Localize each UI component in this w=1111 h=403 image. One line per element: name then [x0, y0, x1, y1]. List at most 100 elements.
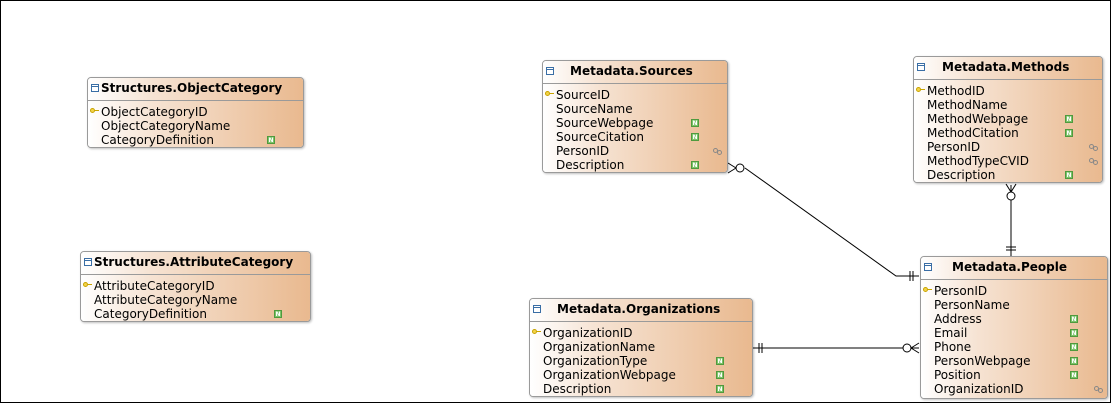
column-row[interactable]: Description N	[530, 382, 752, 396]
nullable-icon: N	[691, 161, 699, 169]
entity-metadata-methods[interactable]: Metadata.Methods MethodID MethodName Met…	[913, 56, 1103, 183]
entity-structures-attributecategory[interactable]: Structures.AttributeCategory AttributeCa…	[80, 251, 311, 322]
column-name: MethodTypeCVID	[927, 154, 1029, 168]
column-name: PersonWebpage	[934, 354, 1031, 368]
entity-header[interactable]: Metadata.Sources	[543, 61, 727, 84]
column-row[interactable]: MethodTypeCVID	[914, 154, 1102, 168]
column-name: Description	[543, 382, 612, 396]
column-name: AttributeCategoryName	[94, 293, 238, 307]
column-name: PersonID	[927, 140, 981, 154]
crowfoot-mark	[1010, 183, 1017, 193]
foreign-key-icon	[1089, 158, 1098, 165]
column-name: OrganizationType	[543, 354, 648, 368]
entity-title: Metadata.Methods	[942, 60, 1070, 74]
rel-organizations-people[interactable]	[753, 342, 920, 354]
column-row[interactable]: PersonWebpage N	[921, 354, 1107, 368]
column-row[interactable]: OrganizationName	[530, 340, 752, 354]
crowfoot-mark	[727, 167, 737, 174]
primary-key-icon	[83, 282, 92, 287]
entity-header[interactable]: Structures.ObjectCategory	[88, 78, 303, 101]
column-name: SourceCitation	[556, 130, 644, 144]
column-row[interactable]: MethodCitation N	[914, 126, 1102, 140]
nullable-icon: N	[691, 119, 699, 127]
column-name: SourceWebpage	[556, 116, 654, 130]
column-row[interactable]: PersonName	[921, 298, 1107, 312]
nullable-icon: N	[274, 310, 282, 318]
column-row[interactable]: SourceWebpage N	[543, 116, 727, 130]
column-row[interactable]: PersonID	[914, 140, 1102, 154]
entity-structures-objectcategory[interactable]: Structures.ObjectCategory ObjectCategory…	[87, 77, 304, 148]
column-name: SourceID	[556, 88, 610, 102]
column-row[interactable]: PersonID	[921, 284, 1107, 298]
entity-metadata-sources[interactable]: Metadata.Sources SourceID SourceName Sou…	[542, 60, 728, 173]
column-name: MethodCitation	[927, 126, 1019, 140]
rel-people-methods[interactable]	[1005, 183, 1017, 256]
column-name: Address	[934, 312, 982, 326]
table-icon	[84, 258, 92, 266]
entity-header[interactable]: Metadata.Organizations	[530, 299, 752, 322]
nullable-icon: N	[1065, 129, 1073, 137]
entity-metadata-people[interactable]: Metadata.People PersonID PersonName Addr…	[920, 256, 1108, 399]
column-row[interactable]: ObjectCategoryName	[88, 119, 303, 133]
zero-mark	[735, 163, 745, 173]
column-row[interactable]: AttributeCategoryName	[81, 293, 310, 307]
column-row[interactable]: SourceID	[543, 88, 727, 102]
column-name: OrganizationName	[543, 340, 656, 354]
column-row[interactable]: OrganizationID	[530, 326, 752, 340]
column-name: AttributeCategoryID	[94, 279, 215, 293]
entity-header[interactable]: Metadata.Methods	[914, 57, 1102, 80]
column-name: MethodID	[927, 84, 985, 98]
table-icon	[924, 263, 932, 271]
entity-title: Structures.AttributeCategory	[94, 255, 294, 269]
column-row[interactable]: OrganizationID	[921, 382, 1107, 396]
column-row[interactable]: PersonID	[543, 144, 727, 158]
column-name: Phone	[934, 340, 972, 354]
column-row[interactable]: AttributeCategoryID	[81, 279, 310, 293]
nullable-icon: N	[1070, 357, 1078, 365]
column-row[interactable]: SourceName	[543, 102, 727, 116]
column-name: ObjectCategoryName	[101, 119, 231, 133]
column-name: CategoryDefinition	[101, 133, 214, 147]
rel-people-sources[interactable]	[727, 162, 919, 281]
table-icon	[533, 305, 541, 313]
entity-header[interactable]: Metadata.People	[921, 257, 1107, 280]
entity-metadata-organizations[interactable]: Metadata.Organizations OrganizationID Or…	[529, 298, 753, 397]
entity-title: Metadata.Organizations	[557, 302, 721, 316]
column-name: MethodWebpage	[927, 112, 1029, 126]
column-row[interactable]: MethodName	[914, 98, 1102, 112]
column-row[interactable]: MethodID	[914, 84, 1102, 98]
primary-key-icon	[545, 91, 554, 96]
column-name: PersonID	[934, 284, 988, 298]
crowfoot-mark	[910, 342, 920, 349]
crowfoot-mark	[727, 162, 737, 169]
column-name: Email	[934, 326, 968, 340]
column-row[interactable]: MethodWebpage N	[914, 112, 1102, 126]
nullable-icon: N	[716, 385, 724, 393]
column-row[interactable]: ObjectCategoryID	[88, 105, 303, 119]
nullable-icon: N	[716, 371, 724, 379]
zero-mark	[902, 343, 912, 353]
column-name: OrganizationID	[934, 382, 1024, 396]
table-icon	[91, 84, 99, 92]
rel-line-people-sources[interactable]	[744, 167, 919, 277]
primary-key-icon	[923, 287, 932, 292]
nullable-icon: N	[1065, 115, 1073, 123]
nullable-icon: N	[1070, 371, 1078, 379]
table-icon	[546, 67, 554, 75]
entity-header[interactable]: Structures.AttributeCategory	[81, 252, 310, 275]
